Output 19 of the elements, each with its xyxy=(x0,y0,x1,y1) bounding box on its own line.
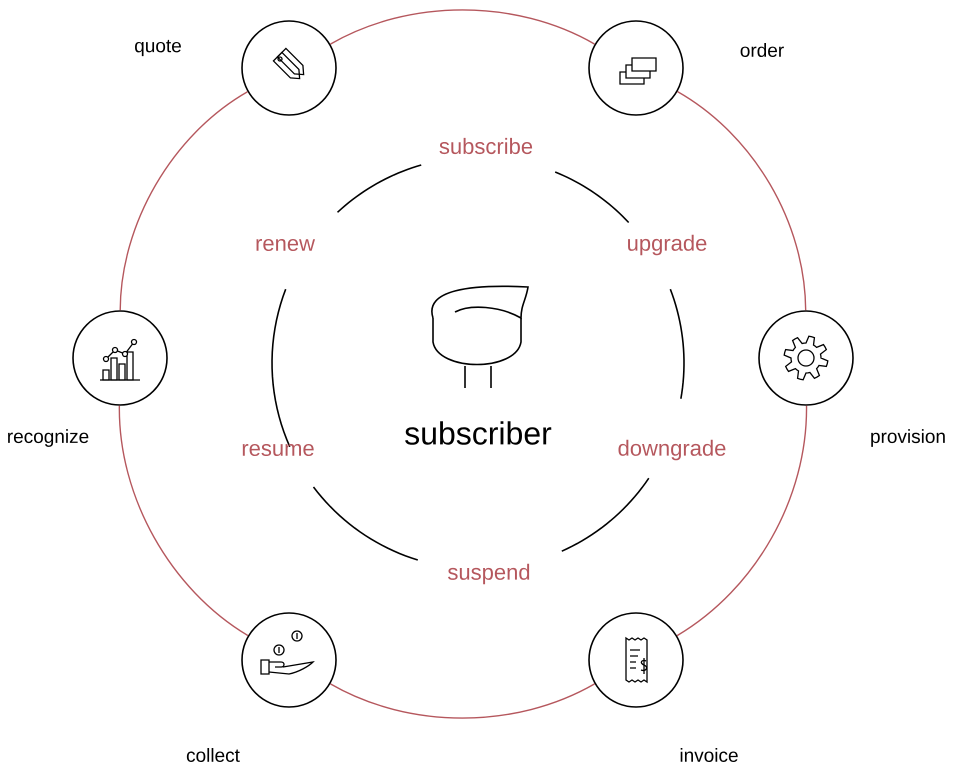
step-label: provision xyxy=(871,429,945,447)
action-label: downgrade xyxy=(618,440,726,460)
ring-arc xyxy=(330,683,595,719)
step-label: recognize xyxy=(8,429,88,447)
action-label: subscribe xyxy=(440,138,532,154)
step-label: order xyxy=(740,43,784,57)
step-label: invoice xyxy=(680,748,738,762)
step-label: quote xyxy=(135,40,181,56)
action-label: suspend xyxy=(448,564,530,584)
action-label: upgrade xyxy=(628,234,706,256)
ring-arc xyxy=(118,406,248,636)
action-label: resume xyxy=(242,444,314,456)
ring-arc xyxy=(676,406,808,636)
ring-arc xyxy=(330,9,595,45)
center-title: subscriber xyxy=(405,421,552,445)
ring-arc xyxy=(120,91,248,310)
action-label: renew xyxy=(256,238,316,252)
ring-arc xyxy=(677,91,806,310)
step-label: collect xyxy=(186,748,240,762)
